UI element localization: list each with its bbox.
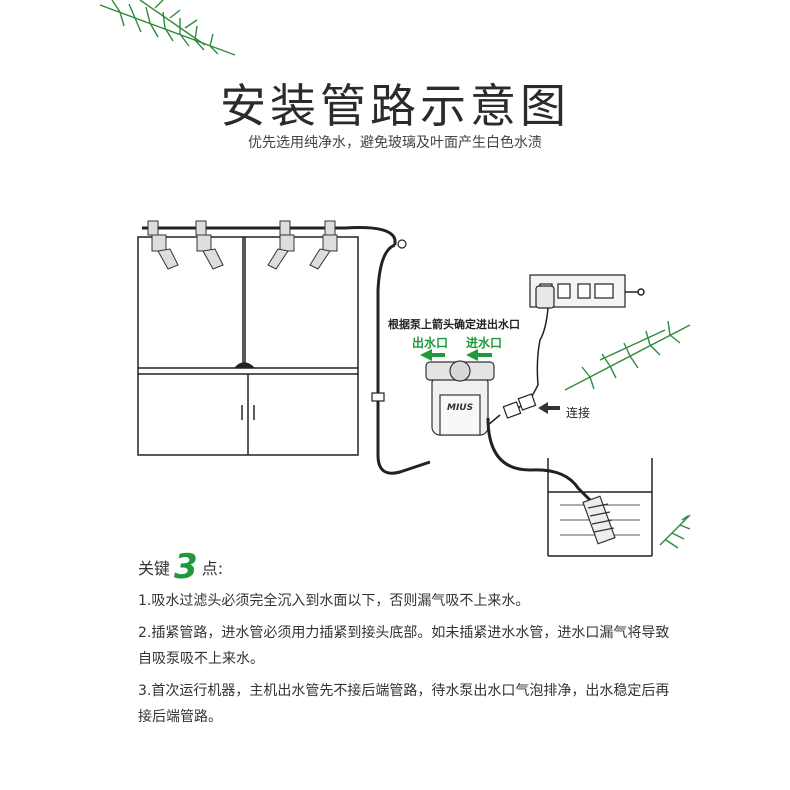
pump-brand: MIUS <box>447 403 473 413</box>
suction-filter <box>582 495 616 545</box>
key-points-title: 关键 3 点: <box>138 547 224 587</box>
key-point-item: 1.吸水过滤头必须完全沉入到水面以下，否则漏气吸不上来水。 <box>138 593 530 609</box>
connect-label: 连接 <box>566 406 591 420</box>
inlet-arrow <box>466 349 492 361</box>
pump <box>425 360 495 436</box>
hose-clip <box>371 392 385 402</box>
key-points-list: 1.吸水过滤头必须完全沉入到水面以下，否则漏气吸不上来水。 2.插紧管路，进水管… <box>138 588 678 736</box>
key-points-number: 3 <box>174 547 198 587</box>
inlet-hose <box>486 417 597 507</box>
outlet-arrow <box>420 349 445 361</box>
key-points-suffix: 点: <box>201 559 224 578</box>
page-subtitle: 优先选用纯净水，避免玻璃及叶面产生白色水渍 <box>248 135 542 151</box>
nozzles <box>147 220 338 270</box>
leaf-decoration-bottom-right <box>659 514 691 549</box>
outlet-label: 出水口 <box>412 336 449 350</box>
top-pipe <box>142 226 397 245</box>
key-points-prefix: 关键 <box>138 559 171 578</box>
page-title: 安装管路示意图 <box>220 79 570 133</box>
pump-direction-note: 根据泵上箭头确定进出水口 <box>388 318 520 331</box>
power-strip <box>529 274 626 309</box>
aquarium-cabinet <box>137 236 359 456</box>
outlet-hose <box>376 243 431 475</box>
leaf-decoration-top <box>99 0 236 56</box>
power-cable <box>487 288 645 426</box>
connect-arrow <box>538 402 560 414</box>
hose-joint <box>397 239 407 249</box>
leaf-decoration-right <box>564 320 691 391</box>
key-point-item: 3.首次运行机器，主机出水管先不接后端管路，待水泵出水口气泡排净，出水稳定后再接… <box>138 683 670 725</box>
key-point-item: 2.插紧管路，进水管必须用力插紧到接头底部。如未插紧进水水管，进水口漏气将导致自… <box>138 625 670 667</box>
cable-connector <box>502 393 537 419</box>
inlet-label: 进水口 <box>466 336 503 350</box>
